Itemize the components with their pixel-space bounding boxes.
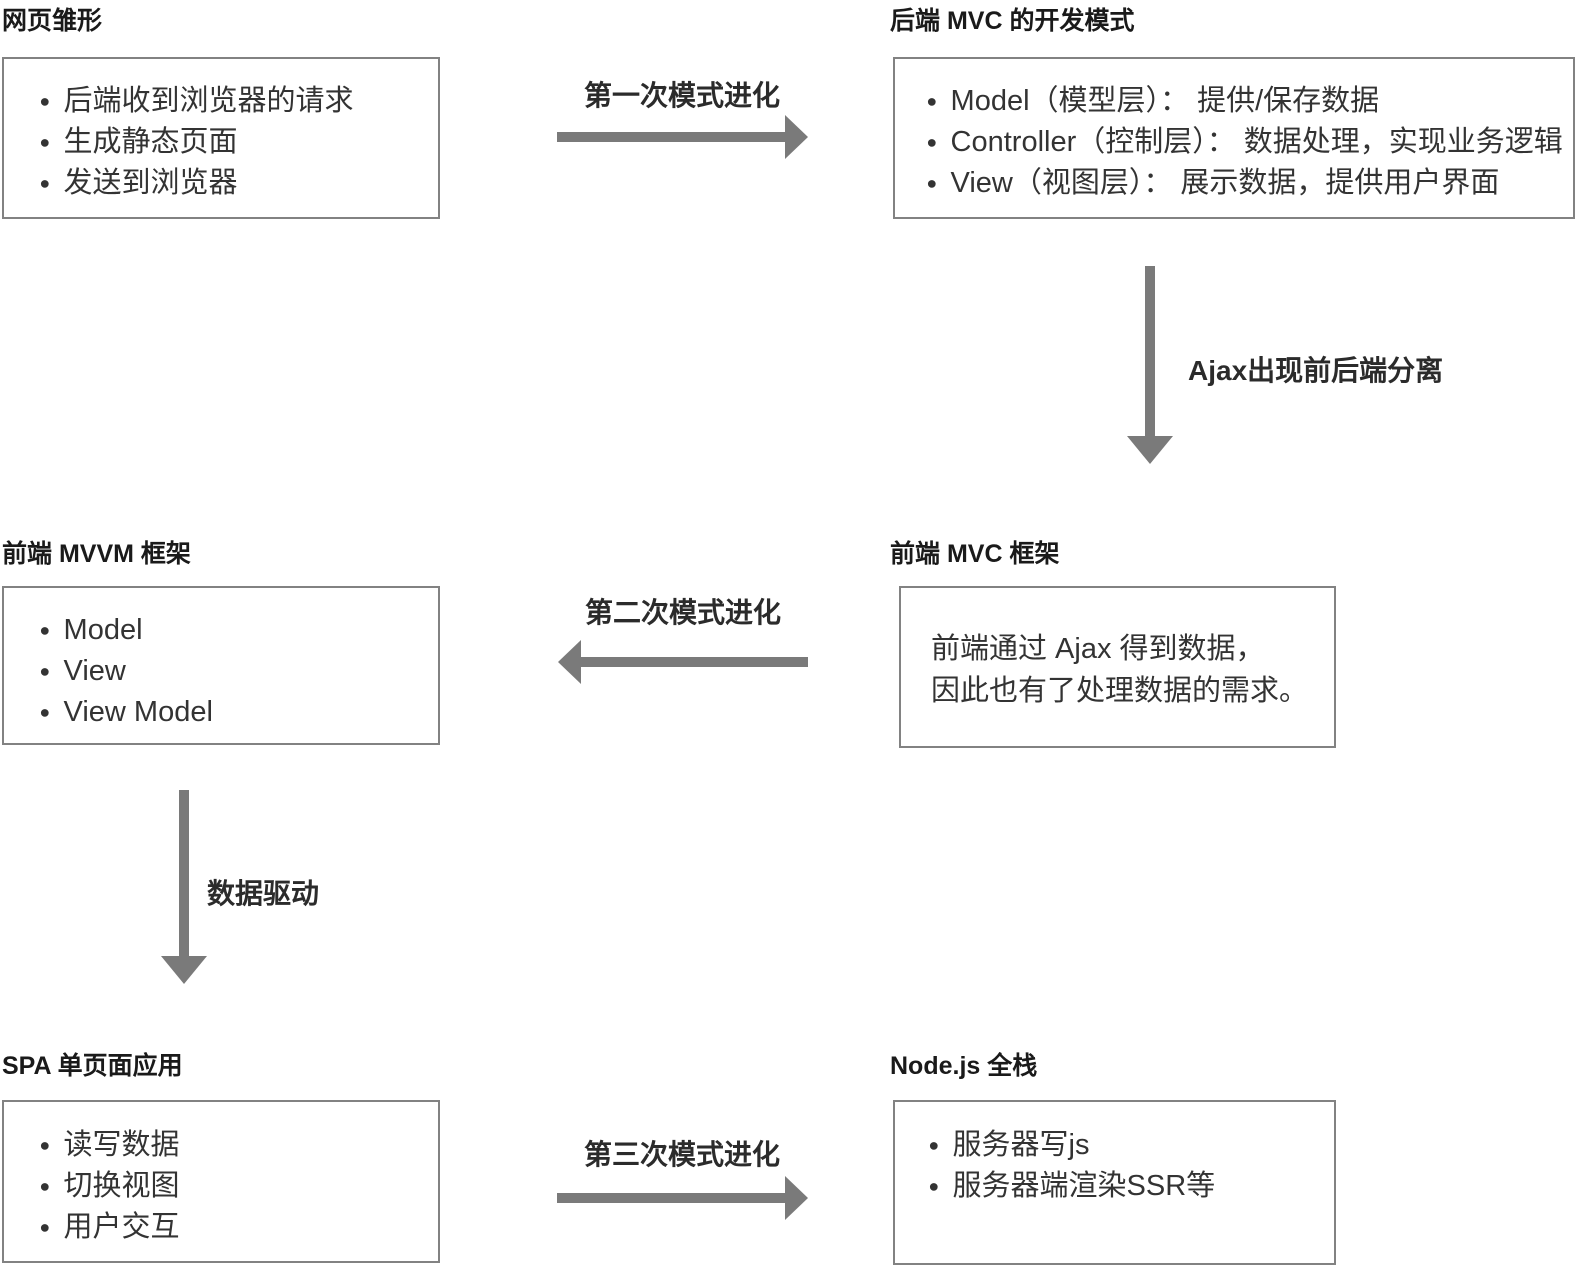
bullet-icon: ● <box>39 173 51 194</box>
list-item: ● 后端收到浏览器的请求 <box>36 81 422 122</box>
list-item-text: View（视图层）： 展示数据，提供用户界面 <box>950 167 1500 199</box>
arrow-right-shaft <box>557 1193 786 1203</box>
node-title-frontend-mvvm: 前端 MVVM 框架 <box>2 540 191 568</box>
box-text-line: 因此也有了处理数据的需求。 <box>931 675 1309 707</box>
node-title-backend-mvc: 后端 MVC 的开发模式 <box>890 7 1135 35</box>
bullet-list: ● 后端收到浏览器的请求 ● 生成静态页面 ● 发送到浏览器 <box>36 81 422 204</box>
list-item: ● Model（模型层）： 提供/保存数据 <box>923 81 1557 122</box>
arrow-label-first-evolution: 第一次模式进化 <box>583 80 780 111</box>
list-item: ● Controller（控制层）： 数据处理，实现业务逻辑 <box>923 122 1562 163</box>
bullet-icon: ● <box>928 1135 940 1156</box>
list-item: ● View（视图层）： 展示数据，提供用户界面 <box>923 163 1557 204</box>
list-item: ● View <box>36 651 422 692</box>
list-item: ● 用户交互 <box>36 1207 422 1248</box>
arrow-right-shaft <box>557 132 786 142</box>
list-item: ● 切换视图 <box>36 1166 422 1207</box>
list-item: ● 发送到浏览器 <box>36 163 422 204</box>
bullet-icon: ● <box>39 620 51 641</box>
list-item-text: View <box>63 655 126 687</box>
bullet-icon: ● <box>39 661 51 682</box>
list-item: ● Model <box>36 610 422 651</box>
bullet-icon: ● <box>926 91 938 112</box>
node-box-spa: ● 读写数据 ● 切换视图 ● 用户交互 <box>2 1100 440 1263</box>
list-item-text: 后端收到浏览器的请求 <box>63 85 354 117</box>
list-item-text: 发送到浏览器 <box>63 167 238 199</box>
node-box-backend-mvc: ● Model（模型层）： 提供/保存数据 ● Controller（控制层）： 数… <box>893 57 1575 219</box>
list-item-text: 服务器写js <box>952 1129 1090 1161</box>
arrow-label-third-evolution: 第三次模式进化 <box>583 1139 780 1170</box>
bullet-icon: ● <box>926 173 938 194</box>
bullet-icon: ● <box>39 1135 51 1156</box>
bullet-icon: ● <box>928 1176 940 1197</box>
list-item: ● View Model <box>36 692 422 733</box>
bullet-list: ● 服务器写js ● 服务器端渲染SSR等 <box>925 1125 1318 1207</box>
arrow-down-shaft <box>1145 266 1155 437</box>
node-box-web-prototype: ● 后端收到浏览器的请求 ● 生成静态页面 ● 发送到浏览器 <box>2 57 440 219</box>
list-item-text: 用户交互 <box>63 1211 180 1243</box>
bullet-list: ● Model ● View ● View Model <box>36 610 422 733</box>
list-item: ● 生成静态页面 <box>36 122 422 163</box>
node-title-web-prototype: 网页雏形 <box>2 7 103 35</box>
bullet-icon: ● <box>39 1176 51 1197</box>
arrow-right-head-icon <box>785 115 808 159</box>
node-box-frontend-mvc: 前端通过 Ajax 得到数据， 因此也有了处理数据的需求。 <box>899 586 1336 748</box>
bullet-icon: ● <box>39 702 51 723</box>
node-title-frontend-mvc: 前端 MVC 框架 <box>890 540 1060 568</box>
arrow-right-head-icon <box>785 1176 808 1220</box>
arrow-down-head-icon <box>161 956 207 984</box>
bullet-icon: ● <box>39 132 51 153</box>
node-title-nodejs: Node.js 全栈 <box>890 1052 1038 1080</box>
bullet-icon: ● <box>926 132 938 153</box>
list-item-text: 生成静态页面 <box>63 126 238 158</box>
bullet-icon: ● <box>39 1217 51 1238</box>
list-item-text: 服务器端渲染SSR等 <box>952 1170 1216 1202</box>
list-item-text: 切换视图 <box>63 1170 180 1202</box>
list-item-text: 读写数据 <box>63 1129 180 1161</box>
list-item-text: Model（模型层）： 提供/保存数据 <box>950 85 1380 117</box>
node-box-frontend-mvvm: ● Model ● View ● View Model <box>2 586 440 745</box>
list-item: ● 读写数据 <box>36 1125 422 1166</box>
arrow-label-data-driven: 数据驱动 <box>207 878 320 909</box>
list-item: ● 服务器写js <box>925 1125 1318 1166</box>
arrow-left-shaft <box>581 657 808 667</box>
node-box-nodejs: ● 服务器写js ● 服务器端渲染SSR等 <box>893 1100 1336 1265</box>
arrow-label-ajax-separation: Ajax出现前后端分离 <box>1188 355 1444 386</box>
bullet-icon: ● <box>39 91 51 112</box>
arrow-label-second-evolution: 第二次模式进化 <box>584 597 781 628</box>
bullet-list: ● Model（模型层）： 提供/保存数据 ● Controller（控制层）： 数… <box>923 81 1562 204</box>
box-text-line: 前端通过 Ajax 得到数据， <box>931 633 1265 665</box>
list-item-text: View Model <box>63 696 213 728</box>
node-title-spa: SPA 单页面应用 <box>2 1052 183 1080</box>
list-item-text: Controller（控制层）： 数据处理，实现业务逻辑 <box>950 126 1563 158</box>
bullet-list: ● 读写数据 ● 切换视图 ● 用户交互 <box>36 1125 422 1248</box>
list-item-text: Model <box>63 614 143 646</box>
arrow-down-shaft <box>179 790 189 957</box>
arrow-left-head-icon <box>558 640 581 684</box>
list-item: ● 服务器端渲染SSR等 <box>925 1166 1318 1207</box>
arrow-down-head-icon <box>1127 436 1173 464</box>
